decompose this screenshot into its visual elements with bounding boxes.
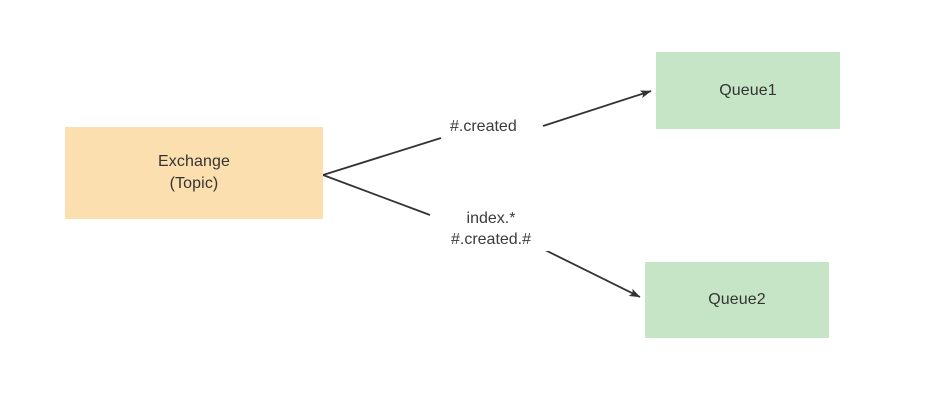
- edge-exchange-to-queue2[interactable]: [322, 174, 641, 298]
- edge-exchange-to-queue1[interactable]: [322, 90, 652, 176]
- edge-label-routing-key-1: #.created: [447, 117, 520, 138]
- edge-label-routing-key-2: index.* #.created.#: [430, 209, 552, 251]
- node-queue1[interactable]: Queue1: [656, 52, 840, 129]
- edge-upper-segment-a: [322, 137, 442, 176]
- edge-lower-segment-a: [322, 174, 431, 216]
- node-exchange[interactable]: Exchange (Topic): [65, 127, 323, 219]
- node-queue2[interactable]: Queue2: [645, 262, 829, 338]
- edge-lower-segment-b: [540, 247, 641, 298]
- edge-upper-segment-b: [542, 90, 652, 127]
